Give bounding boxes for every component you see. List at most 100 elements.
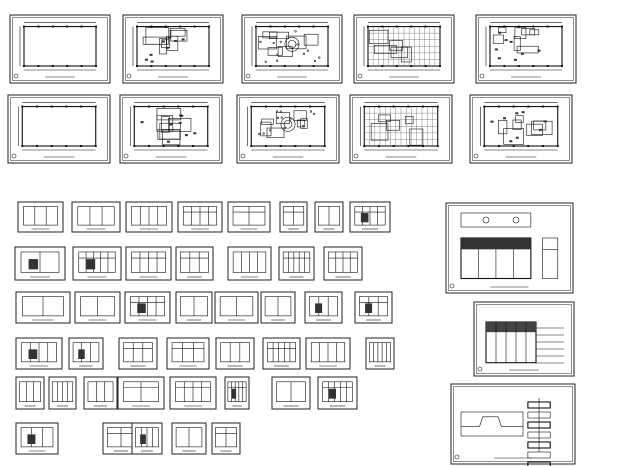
plan-sheet-6[interactable] <box>119 94 223 164</box>
north-arrow-icon <box>13 73 19 79</box>
column-mark <box>147 105 150 108</box>
filled-detail <box>328 388 337 399</box>
room-partition <box>390 46 408 59</box>
detail-sheet-2[interactable] <box>125 201 173 233</box>
detail-sheet-43[interactable] <box>211 422 241 455</box>
elevation-outline <box>23 206 58 226</box>
section-detail-sheet[interactable] <box>473 301 575 377</box>
plan-sheet-1[interactable] <box>122 14 224 84</box>
detail-sheet-frame <box>175 246 214 281</box>
detail-sheet-19[interactable] <box>214 291 259 324</box>
column-mark <box>407 105 410 108</box>
furniture-block <box>498 31 502 34</box>
detail-sheet-9[interactable] <box>72 246 122 281</box>
detail-sheet-1[interactable] <box>71 201 121 233</box>
light-fixture-icon <box>289 118 292 121</box>
detail-sheet-22[interactable] <box>354 291 393 324</box>
furniture-block <box>149 53 153 56</box>
detail-sheet-25[interactable] <box>118 337 158 370</box>
detail-sheet-6[interactable] <box>314 201 344 233</box>
column-mark <box>527 145 530 147</box>
detail-sheet-34[interactable] <box>117 376 165 410</box>
plan-sheet-9[interactable] <box>469 94 573 164</box>
light-fixture-icon <box>302 52 305 55</box>
room-partition <box>258 36 277 50</box>
column-mark <box>294 105 297 108</box>
detail-sheet-14[interactable] <box>323 246 363 281</box>
detail-sheet-31[interactable] <box>15 376 45 410</box>
column-mark <box>136 65 138 67</box>
detail-sheet-0[interactable] <box>17 201 64 233</box>
detail-sheet-8[interactable] <box>14 246 66 281</box>
detail-sheet-11[interactable] <box>175 246 214 281</box>
detail-sheet-13[interactable] <box>278 246 315 281</box>
column-mark <box>51 65 54 67</box>
detail-sheet-38[interactable] <box>317 376 358 410</box>
detail-sheet-33[interactable] <box>83 376 118 410</box>
column-mark <box>327 65 329 67</box>
detail-sheet-24[interactable] <box>68 337 104 370</box>
detail-sheet-26[interactable] <box>166 337 210 370</box>
column-mark <box>395 25 398 28</box>
column-mark <box>422 145 425 147</box>
detail-sheet-35[interactable] <box>169 376 217 410</box>
room-partition <box>400 46 412 63</box>
column-mark <box>269 65 272 67</box>
plan-sheet-2[interactable] <box>241 14 343 84</box>
light-fixture-icon <box>280 116 283 119</box>
detail-sheet-10[interactable] <box>125 246 172 281</box>
detail-sheet-29[interactable] <box>305 337 351 370</box>
plan-sheet-8[interactable] <box>349 94 453 164</box>
detail-sheet-42[interactable] <box>171 422 207 455</box>
detail-sheet-37[interactable] <box>271 376 311 410</box>
room-partition <box>503 128 524 145</box>
column-mark <box>94 105 97 108</box>
detail-sheet-32[interactable] <box>48 376 77 410</box>
detail-sheet-3[interactable] <box>177 201 223 233</box>
elevation-outline <box>359 296 388 317</box>
detail-sheet-15[interactable] <box>15 291 71 324</box>
plan-sheet-0[interactable] <box>9 14 111 84</box>
elevation-outline <box>171 342 205 363</box>
plan-sheet-7-frame <box>236 94 340 164</box>
column-mark <box>532 65 535 67</box>
building-outline <box>489 26 563 67</box>
detail-sheet-28[interactable] <box>262 337 301 370</box>
plan-sheet-5[interactable] <box>7 94 111 164</box>
room-partition <box>374 45 397 54</box>
profile-detail-sheet[interactable] <box>450 383 576 466</box>
detail-sheet-16[interactable] <box>74 291 121 324</box>
detail-sheet-27[interactable] <box>215 337 255 370</box>
ceiling-feature <box>287 40 297 49</box>
facade-elevation-sheet[interactable] <box>445 202 574 294</box>
detail-sheet-frame <box>215 337 255 370</box>
detail-sheet-7[interactable] <box>349 201 391 233</box>
detail-sheet-20[interactable] <box>260 291 296 324</box>
column-mark <box>298 65 301 67</box>
column-mark <box>208 65 210 67</box>
detail-sheet-18[interactable] <box>175 291 213 324</box>
furniture-block <box>515 136 519 139</box>
filled-detail <box>365 303 373 313</box>
column-mark <box>556 145 559 147</box>
profile-outline <box>460 411 524 437</box>
detail-sheet-30[interactable] <box>365 337 395 370</box>
detail-sheet-17[interactable] <box>124 291 171 324</box>
light-fixture-icon <box>264 60 267 63</box>
plan-sheet-4[interactable] <box>475 14 577 84</box>
detail-sheet-41[interactable] <box>131 422 163 455</box>
detail-sheet-21[interactable] <box>304 291 343 324</box>
room-partition <box>296 119 306 128</box>
column-mark <box>164 25 167 28</box>
detail-sheet-23[interactable] <box>15 337 63 370</box>
detail-sheet-36[interactable] <box>224 376 250 410</box>
detail-sheet-12[interactable] <box>227 246 272 281</box>
detail-sheet-39[interactable] <box>15 422 59 455</box>
detail-sheet-4[interactable] <box>227 201 271 233</box>
plan-sheet-3[interactable] <box>353 14 455 84</box>
light-fixture-icon <box>302 124 305 128</box>
column-mark <box>95 65 97 67</box>
plan-sheet-7[interactable] <box>236 94 340 164</box>
detail-sheet-5[interactable] <box>279 201 308 233</box>
